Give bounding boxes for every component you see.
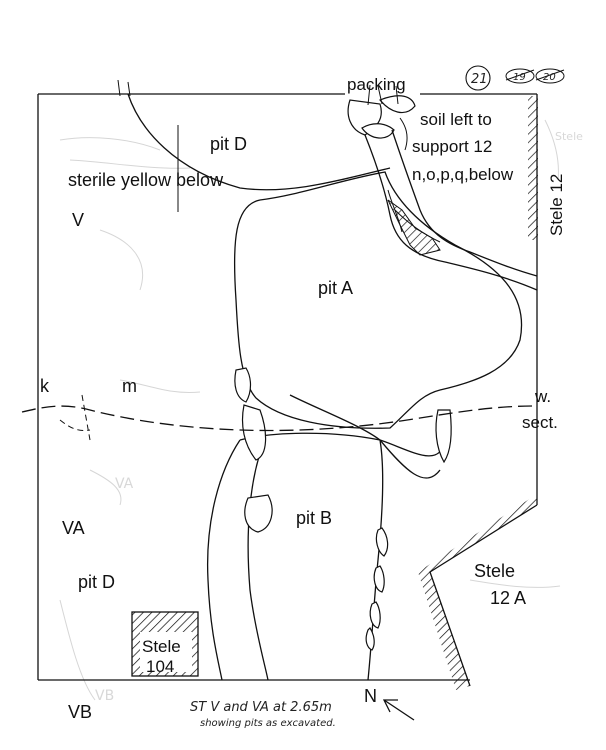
label-vb: VB <box>68 702 92 722</box>
stele-12a-edge <box>418 494 538 690</box>
pit-b-stones <box>234 367 452 651</box>
label-soil-left-3: n,o,p,q,below <box>412 165 514 184</box>
pit-b-outline <box>206 439 241 681</box>
page-number-crossed-b: 20 <box>543 72 556 83</box>
west-section-line <box>21 405 536 432</box>
label-soil-left-2: support 12 <box>412 137 492 156</box>
page-number-crossed-a: 19 <box>513 72 526 83</box>
north-arrow <box>382 699 415 721</box>
label-pit-d-top: pit D <box>210 134 247 154</box>
stele-104 <box>131 611 199 677</box>
caption-line-1: ST V and VA at 2.65m <box>190 700 332 715</box>
grid-peg-marks <box>117 79 179 212</box>
label-north: N <box>364 686 377 706</box>
soil-support-channel <box>364 129 538 291</box>
trench-boundary <box>37 93 538 681</box>
pit-a-outline <box>233 171 523 429</box>
label-sterile: sterile yellow below <box>68 170 224 190</box>
caption-line-2: showing pits as excavated. <box>200 718 336 729</box>
packing-stones <box>347 84 416 151</box>
label-packing: packing <box>347 75 406 94</box>
svg-text:VB: VB <box>95 688 114 704</box>
caption: ST V and VA at 2.65m showing pits as exc… <box>190 700 336 729</box>
label-soil-left-1: soil left to <box>420 110 492 129</box>
svg-text:VA: VA <box>115 476 134 492</box>
label-stele-12a-2: 12 A <box>490 588 526 608</box>
pit-d-top-edge <box>127 93 391 191</box>
stele-12-hatch <box>528 96 538 240</box>
label-va: VA <box>62 518 85 538</box>
label-k: k <box>40 376 50 396</box>
page-number-mark: 21 19 20 <box>465 65 565 91</box>
label-w-sect-1: w. <box>534 387 551 406</box>
labels: packing soil left to support 12 n,o,p,q,… <box>40 75 566 722</box>
label-m: m <box>122 376 137 396</box>
bleed-through-marks: VB VA Stele <box>59 119 583 704</box>
label-w-sect-2: sect. <box>522 413 558 432</box>
label-pit-d-bottom: pit D <box>78 572 115 592</box>
label-stele-104-2: 104 <box>146 657 174 676</box>
pit-b-top-edge <box>239 432 446 457</box>
pit-b-inner-edge <box>247 439 269 681</box>
label-stele-12: Stele 12 <box>547 174 566 236</box>
svg-text:Stele: Stele <box>555 130 583 143</box>
label-pit-a: pit A <box>318 278 353 298</box>
page-number: 21 <box>471 72 488 87</box>
label-pit-b: pit B <box>296 508 332 528</box>
label-v: V <box>72 210 84 230</box>
label-stele-104-1: Stele <box>142 637 181 656</box>
label-stele-12a-1: Stele <box>474 561 515 581</box>
